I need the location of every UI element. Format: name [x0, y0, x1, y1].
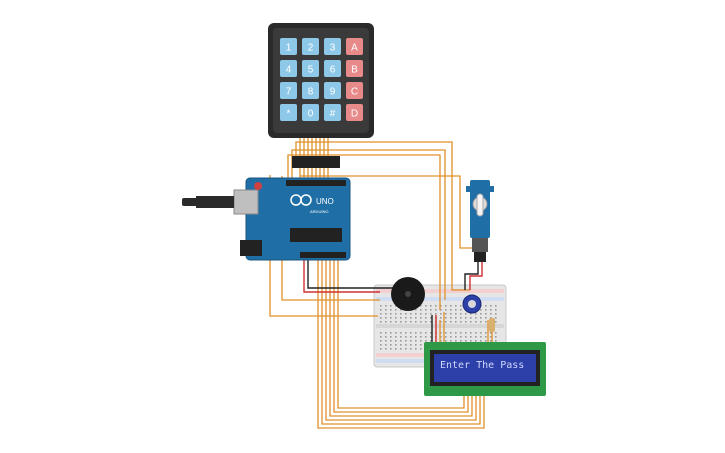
potentiometer[interactable]	[462, 294, 482, 314]
keypad-key-label: 3	[330, 43, 336, 54]
keypad-key-label: C	[351, 87, 358, 98]
keypad[interactable]: 1 2 3 A 4 5 6 B 7 8 9 C * 0 # D	[268, 23, 374, 138]
resistor	[489, 318, 495, 332]
keypad-key-label: #	[330, 109, 336, 120]
keypad-key-label: 9	[330, 87, 336, 98]
keypad-key[interactable]: 9	[324, 82, 341, 99]
keypad-key[interactable]: 4	[280, 60, 297, 77]
keypad-key[interactable]: D	[346, 104, 363, 121]
servo-motor[interactable]	[466, 180, 494, 262]
keypad-key[interactable]: B	[346, 60, 363, 77]
keypad-key[interactable]: *	[280, 104, 297, 121]
keypad-key-label: *	[287, 109, 291, 120]
board-label: UNO	[316, 197, 334, 206]
keypad-key-label: 0	[308, 109, 314, 120]
piezo-buzzer[interactable]	[391, 277, 425, 311]
keypad-key-label: D	[351, 109, 358, 120]
keypad-key[interactable]: #	[324, 104, 341, 121]
keypad-key-label: 4	[286, 65, 292, 76]
keypad-key[interactable]: 3	[324, 38, 341, 55]
arduino-uno-board[interactable]: UNO ARDUINO	[182, 177, 351, 261]
keypad-key[interactable]: C	[346, 82, 363, 99]
keypad-key[interactable]: 6	[324, 60, 341, 77]
keypad-connector	[292, 156, 340, 168]
lcd-16x2-display[interactable]: Enter The Pass	[424, 342, 546, 396]
keypad-key[interactable]: A	[346, 38, 363, 55]
keypad-key-label: B	[351, 65, 358, 76]
keypad-key-label: 5	[308, 65, 314, 76]
keypad-key-label: 6	[330, 65, 336, 76]
keypad-key-label: 7	[286, 87, 292, 98]
lcd-text: Enter The Pass	[440, 360, 524, 371]
wires	[269, 138, 493, 429]
keypad-key-label: 8	[308, 87, 314, 98]
keypad-key-label: 2	[308, 43, 314, 54]
keypad-key[interactable]: 0	[302, 104, 319, 121]
keypad-key[interactable]: 7	[280, 82, 297, 99]
power-wires	[303, 258, 483, 345]
keypad-key[interactable]: 8	[302, 82, 319, 99]
keypad-key[interactable]: 2	[302, 38, 319, 55]
keypad-key-label: A	[351, 43, 358, 54]
keypad-key[interactable]: 5	[302, 60, 319, 77]
brand-label: ARDUINO	[310, 209, 328, 214]
keypad-key-label: 1	[286, 43, 292, 54]
keypad-key[interactable]: 1	[280, 38, 297, 55]
